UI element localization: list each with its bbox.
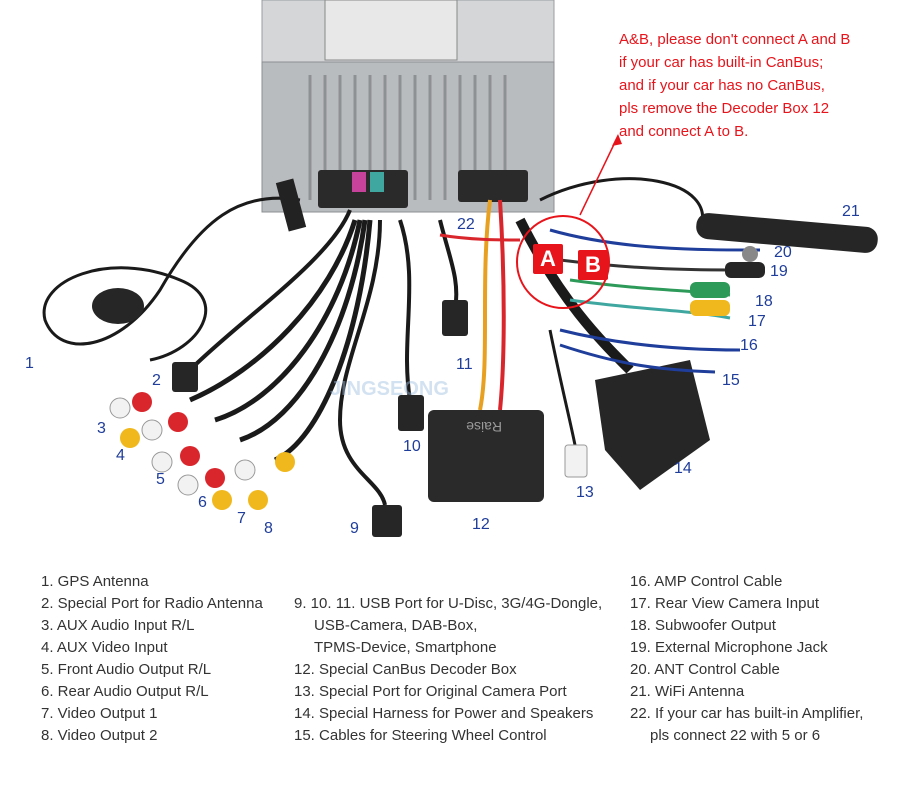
legend-item: 6. Rear Audio Output R/L xyxy=(41,683,209,700)
legend-item: 18. Subwoofer Output xyxy=(630,617,776,634)
legend-item: 17. Rear View Camera Input xyxy=(630,595,819,612)
callout-8: 8 xyxy=(264,520,273,537)
note-line: and if your car has no CanBus, xyxy=(619,77,825,94)
legend-item: 5. Front Audio Output R/L xyxy=(41,661,212,678)
camera-port xyxy=(548,329,588,478)
legend-item: 19. External Microphone Jack xyxy=(630,639,828,656)
rca-plugs xyxy=(109,392,295,510)
callout-14: 14 xyxy=(674,460,692,477)
legend-item: 12. Special CanBus Decoder Box xyxy=(294,661,517,678)
note-line: pls remove the Decoder Box 12 xyxy=(619,100,830,117)
callout-3: 3 xyxy=(97,420,106,437)
legend-column-2: 9. 10. 11. USB Port for U-Disc, 3G/4G-Do… xyxy=(294,593,602,747)
callout-12: 12 xyxy=(472,516,490,533)
callout-5: 5 xyxy=(156,471,165,488)
legend-item: 15. Cables for Steering Wheel Control xyxy=(294,727,547,744)
callout-11: 11 xyxy=(456,356,473,373)
callout-10: 10 xyxy=(403,438,421,455)
callout-16: 16 xyxy=(740,337,758,354)
legend-item-continued: TPMS-Device, Smartphone xyxy=(314,639,497,656)
legend-item: 1. GPS Antenna xyxy=(41,573,149,590)
legend-item: 9. 10. 11. USB Port for U-Disc, 3G/4G-Do… xyxy=(294,595,603,612)
callout-9: 9 xyxy=(350,520,359,537)
gps-antenna xyxy=(42,178,307,362)
callout-2: 2 xyxy=(152,372,161,389)
canbus-decoder-box: Raise xyxy=(428,199,544,502)
callout-19: 19 xyxy=(770,263,788,280)
usb-cables xyxy=(337,219,468,537)
radio-antenna-port xyxy=(172,209,352,392)
legend-item: 7. Video Output 1 xyxy=(41,705,158,722)
legend-item: 21. WiFi Antenna xyxy=(630,683,745,700)
badge-a: A xyxy=(540,246,556,271)
callout-22: 22 xyxy=(457,216,475,233)
callout-7: 7 xyxy=(237,510,246,527)
badge-b: B xyxy=(585,252,601,277)
legend-item: 22. If your car has built-in Amplifier, xyxy=(630,705,864,722)
callout-17: 17 xyxy=(748,313,766,330)
wifi-antenna xyxy=(539,177,878,253)
jack-plugs xyxy=(690,246,765,316)
wiring-harness-photo: Raise JINGSEONG xyxy=(42,0,878,537)
note-line: and connect A to B. xyxy=(619,123,749,140)
ab-highlight xyxy=(516,134,622,309)
watermark-text: JINGSEONG xyxy=(330,378,449,400)
callout-1: 1 xyxy=(25,355,34,372)
legend-item: 8. Video Output 2 xyxy=(41,727,158,744)
legend-item: 2. Special Port for Radio Antenna xyxy=(41,595,263,612)
callout-4: 4 xyxy=(116,447,125,464)
legend-item-continued: pls connect 22 with 5 or 6 xyxy=(650,727,821,744)
callout-18: 18 xyxy=(755,293,773,310)
box-brand-text: Raise xyxy=(466,419,502,435)
callout-20: 20 xyxy=(774,244,792,261)
head-unit xyxy=(261,0,555,213)
note-line: if your car has built-in CanBus; xyxy=(619,54,824,71)
callout-15: 15 xyxy=(722,372,740,389)
callout-6: 6 xyxy=(198,494,207,511)
callout-21: 21 xyxy=(842,203,860,220)
legend-item: 3. AUX Audio Input R/L xyxy=(41,617,195,634)
legend-item: 13. Special Port for Original Camera Por… xyxy=(294,683,567,700)
legend-column-3: 16. AMP Control Cable 17. Rear View Came… xyxy=(630,571,863,747)
legend-item: 16. AMP Control Cable xyxy=(630,573,783,590)
callout-13: 13 xyxy=(576,484,594,501)
legend-item: 14. Special Harness for Power and Speake… xyxy=(294,705,594,722)
legend-column-1: 1. GPS Antenna 2. Special Port for Radio… xyxy=(41,571,263,747)
legend-item: 4. AUX Video Input xyxy=(41,639,168,656)
ab-connection-note: A&B, please don't connect A and B if you… xyxy=(619,28,894,143)
rca-cables xyxy=(189,219,373,463)
legend-item: 20. ANT Control Cable xyxy=(630,661,780,678)
note-line: A&B, please don't connect A and B xyxy=(619,31,851,48)
legend-item-continued: USB-Camera, DAB-Box, xyxy=(314,617,478,634)
